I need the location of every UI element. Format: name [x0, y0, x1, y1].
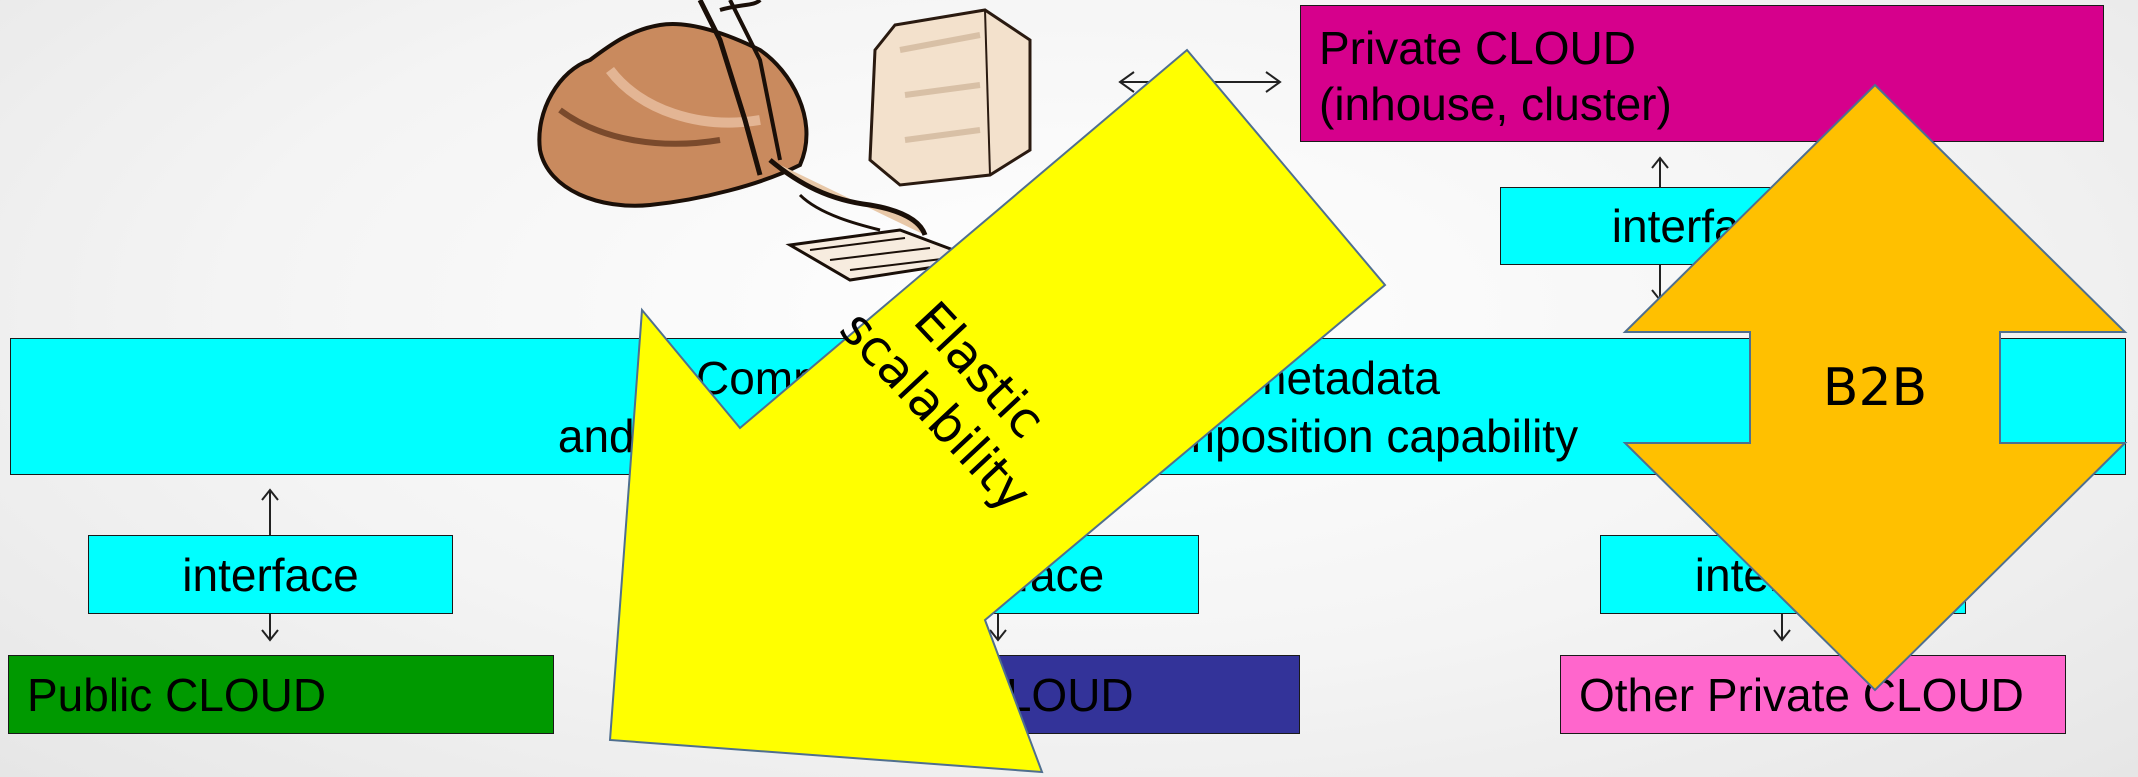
other-private-cloud-label: Other Private CLOUD — [1579, 668, 2024, 721]
private-cloud-box: Private CLOUD (inhouse, cluster) — [1300, 5, 2104, 142]
private-cloud-title: Private CLOUD — [1319, 22, 1636, 74]
interface-label-left: interface — [182, 548, 359, 601]
interface-box-left: interface — [88, 535, 453, 614]
other-private-cloud-box: Other Private CLOUD — [1560, 655, 2066, 734]
public-cloud-box: Public CLOUD — [8, 655, 554, 734]
public-cloud-label: Public CLOUD — [27, 668, 327, 721]
private-cloud-subtitle: (inhouse, cluster) — [1319, 78, 1672, 130]
b2b-label: B2B — [1823, 358, 1927, 418]
